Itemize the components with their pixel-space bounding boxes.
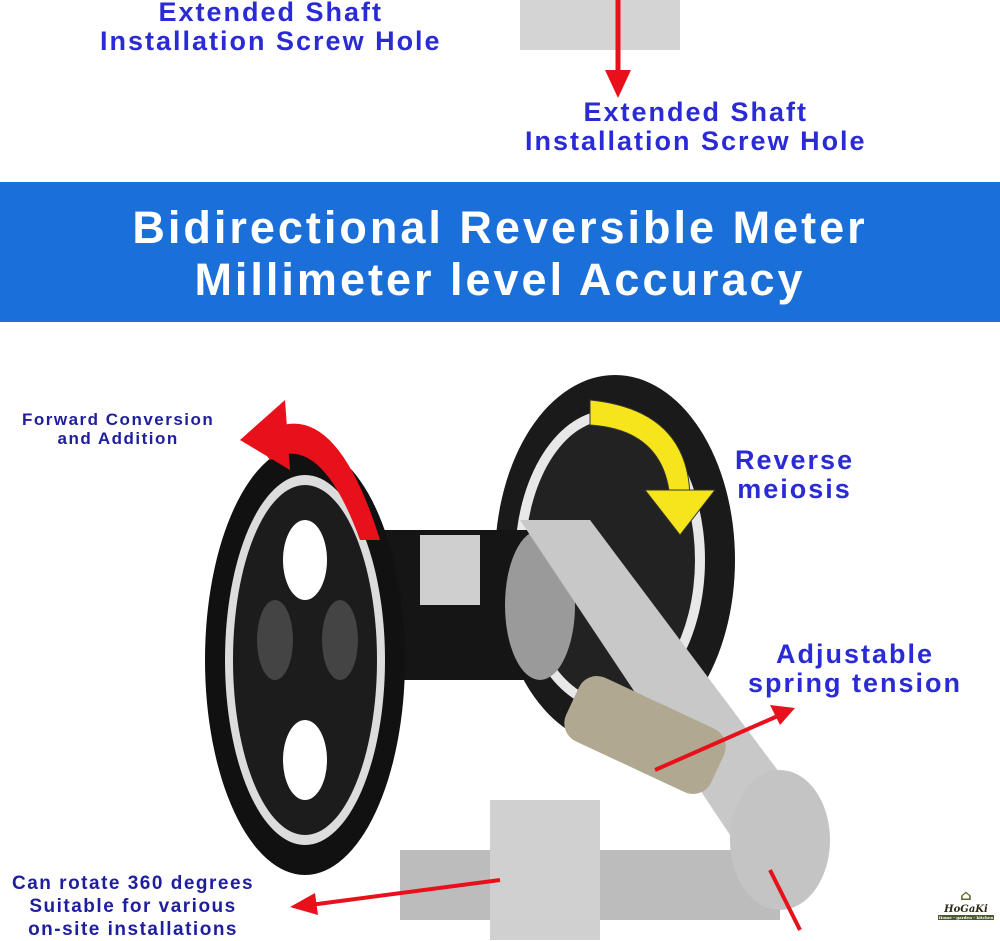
brand-logo: ⌂ HoGaKi Home - garden - kitchen — [938, 888, 994, 920]
spring — [564, 676, 726, 794]
leaf-house-icon: ⌂ — [960, 888, 972, 904]
mount-block — [520, 0, 680, 50]
arrow-head — [605, 70, 631, 98]
banner-line-2: Millimeter level Accuracy — [194, 254, 806, 305]
spring-arrow — [654, 713, 781, 772]
banner-line-1: Bidirectional Reversible Meter — [132, 202, 868, 253]
bracket — [520, 520, 800, 850]
rotate-arrow — [309, 878, 501, 907]
clamp-block — [490, 800, 600, 940]
feature-banner: Bidirectional Reversible Meter Millimete… — [0, 182, 1000, 322]
